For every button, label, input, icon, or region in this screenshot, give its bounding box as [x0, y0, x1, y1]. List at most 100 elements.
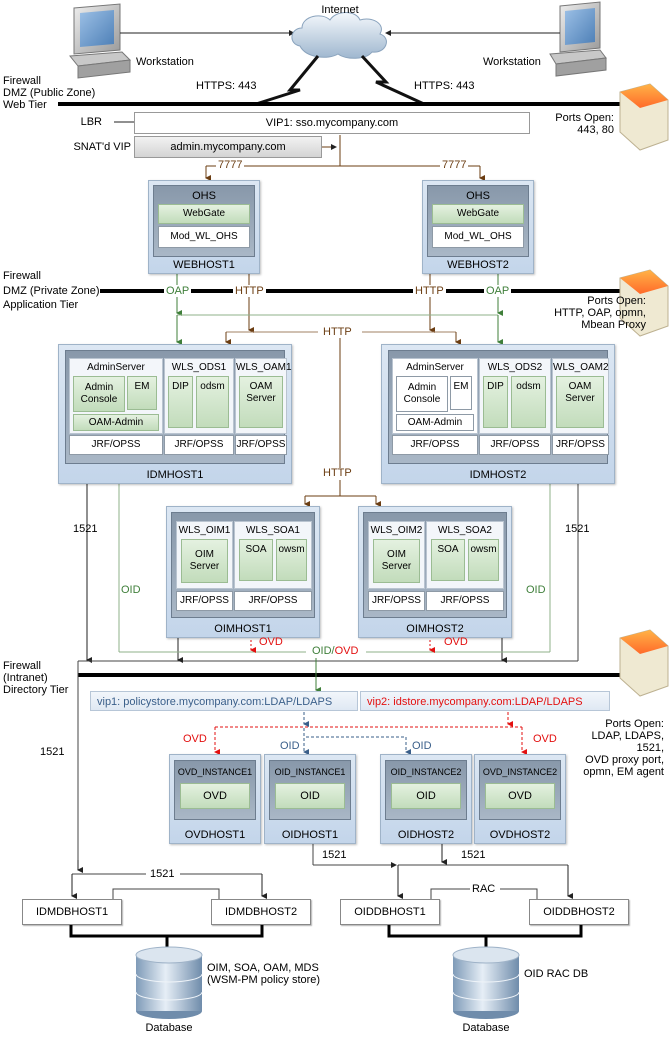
internet-cloud-icon [291, 12, 387, 59]
vip1-sso: VIP1: sso.mycompany.com [134, 112, 530, 134]
ports-dir-title: Ports Open: [605, 718, 664, 730]
host-name: OIMHOST2 [406, 623, 464, 635]
wls-oim1-pane: WLS_OIM1 OIM Server [176, 521, 233, 589]
oam-admin-component: OAM-Admin [73, 414, 159, 431]
snat-label: SNAT'd VIP [73, 141, 131, 153]
adminserver-pane: AdminServer Admin Console EM OAM-Admin [392, 358, 478, 434]
workstation-icon-right [549, 1, 607, 77]
em-component: EM [127, 376, 157, 410]
ovd-component: OVD [180, 783, 250, 809]
instance-label: OID_INSTANCE1 [274, 767, 346, 777]
port-1521-right: 1521 [565, 523, 590, 535]
wls-soa1-pane: WLS_SOA1 SOA owsm [234, 521, 312, 589]
lbr-label: LBR [80, 116, 102, 128]
ovd-label-oim1: OVD [259, 636, 283, 648]
oid-label-left: OID [121, 584, 141, 596]
jrf-opss-ods: JRF/OPSS [479, 435, 551, 455]
firewall-icon-dir [619, 629, 669, 697]
adminserver-pane: AdminServer Admin Console EM OAM-Admin [69, 358, 163, 434]
tier-app-name: Application Tier [3, 299, 79, 311]
ports-dir-line2: 1521, [636, 742, 664, 754]
internet-label: Internet [321, 4, 359, 16]
ports-app-title: Ports Open: [587, 295, 646, 307]
wls-oim-label: WLS_OIM2 [370, 525, 423, 536]
oim-server-component: OIM Server [373, 539, 420, 583]
tier-dir-firewall: Firewall [3, 660, 41, 672]
port-1521-dir: 1521 [40, 746, 65, 758]
oam-server-component: OAM Server [239, 376, 283, 428]
wls-ods-label: WLS_ODS1 [171, 362, 227, 373]
mod-wl-ohs-component: Mod_WL_OHS [432, 226, 524, 248]
tier-app-zone: DMZ (Private Zone) [3, 285, 100, 297]
host-name: WEBHOST2 [447, 259, 509, 271]
jrf-opss-soa: JRF/OPSS [426, 591, 504, 611]
wls-soa-label: WLS_SOA2 [438, 525, 492, 536]
em-component: EM [450, 376, 472, 410]
ovdhost2: OVD_INSTANCE2 OVD OVDHOST2 [474, 754, 566, 844]
tier-web-zone: DMZ (Public Zone) [3, 87, 96, 99]
oiddbhost2: OIDDBHOST2 [529, 899, 629, 925]
ports-dir-line1: LDAP, LDAPS, [591, 730, 664, 742]
http-label-left: HTTP [233, 285, 266, 297]
port-7777-right: 7777 [440, 159, 469, 171]
webgate-component: WebGate [432, 204, 524, 224]
ovd-label-oim2: OVD [444, 636, 468, 648]
instance-label: OVD_INSTANCE1 [177, 767, 253, 777]
admin-console-component: Admin Console [396, 376, 448, 412]
workstation-label-right: Workstation [483, 56, 541, 68]
oim-server-component: OIM Server [181, 539, 228, 583]
oid-label-right: OID [526, 584, 546, 596]
admin-console-component: Admin Console [73, 376, 125, 412]
soa-component: SOA [239, 539, 273, 581]
ports-app-line1: HTTP, OAP, opmn, [554, 307, 646, 319]
idmhost2: AdminServer Admin Console EM OAM-Admin W… [381, 344, 615, 484]
wls-soa-label: WLS_SOA1 [246, 525, 300, 536]
tier-app-firewall: Firewall [3, 270, 41, 282]
jrf-opss-ods: JRF/OPSS [164, 435, 234, 455]
oidhost1: OID_INSTANCE1 OID OIDHOST1 [264, 754, 356, 844]
oam-admin-component: OAM-Admin [396, 414, 474, 431]
webgate-component: WebGate [158, 204, 250, 224]
host-name: IDMHOST2 [469, 469, 527, 481]
db-idm-desc-2: (WSM-PM policy store) [207, 974, 321, 986]
jrf-opss-oim: JRF/OPSS [368, 591, 425, 611]
ports-app-line2: Mbean Proxy [581, 319, 646, 331]
host-name: OVDHOST2 [489, 829, 551, 841]
tier-dir-name: Directory Tier [3, 684, 69, 696]
tier-dir-zone: (Intranet) [3, 672, 48, 684]
oap-label-right: OAP [484, 285, 512, 297]
vip1-policystore: vip1: policystore.mycompany.com:LDAP/LDA… [90, 691, 358, 711]
ovd-label-left: OVD [183, 733, 207, 745]
ovd-label-right: OVD [533, 733, 557, 745]
port-7777-left: 7777 [216, 159, 245, 171]
port-1521-idmdb: 1521 [150, 868, 175, 880]
wls-oam-label: WLS_OAM2 [553, 362, 609, 373]
ports-dir-line4: opmn, EM agent [583, 766, 664, 778]
db-idm-label: Database [145, 1022, 193, 1034]
database-icon-idm [135, 946, 203, 1019]
ovd-component: OVD [485, 783, 555, 809]
oimhost1: WLS_OIM1 OIM Server WLS_SOA1 SOA owsm JR… [166, 506, 320, 638]
rac-label: RAC [472, 883, 496, 895]
webhost1: OHS WebGate Mod_WL_OHS WEBHOST1 [148, 180, 260, 274]
jrf-opss-oam: JRF/OPSS [552, 435, 609, 455]
firewall-icon-web [619, 83, 669, 151]
wls-soa2-pane: WLS_SOA2 SOA owsm [426, 521, 504, 589]
ohs-label: OHS [466, 190, 490, 202]
mod-wl-ohs-component: Mod_WL_OHS [158, 226, 250, 248]
host-name: OIDHOST2 [397, 829, 455, 841]
oid-part: OID/ [312, 645, 335, 657]
ports-web-title: Ports Open: [555, 112, 614, 124]
host-name: IDMHOST1 [146, 469, 204, 481]
db-oid-desc: OID RAC DB [524, 968, 589, 980]
owsm-component: owsm [276, 539, 307, 581]
oid-label-dir-right: OID [412, 740, 432, 752]
port-1521-oid2: 1521 [461, 849, 486, 861]
db-idm-desc-1: OIM, SOA, OAM, MDS [207, 962, 319, 974]
wls-oim-label: WLS_OIM1 [178, 525, 231, 536]
adminserver-label: AdminServer [406, 362, 464, 373]
port-1521-left: 1521 [73, 523, 98, 535]
ports-dir-line3: OVD proxy port, [585, 754, 664, 766]
dip-component: DIP [483, 376, 508, 428]
